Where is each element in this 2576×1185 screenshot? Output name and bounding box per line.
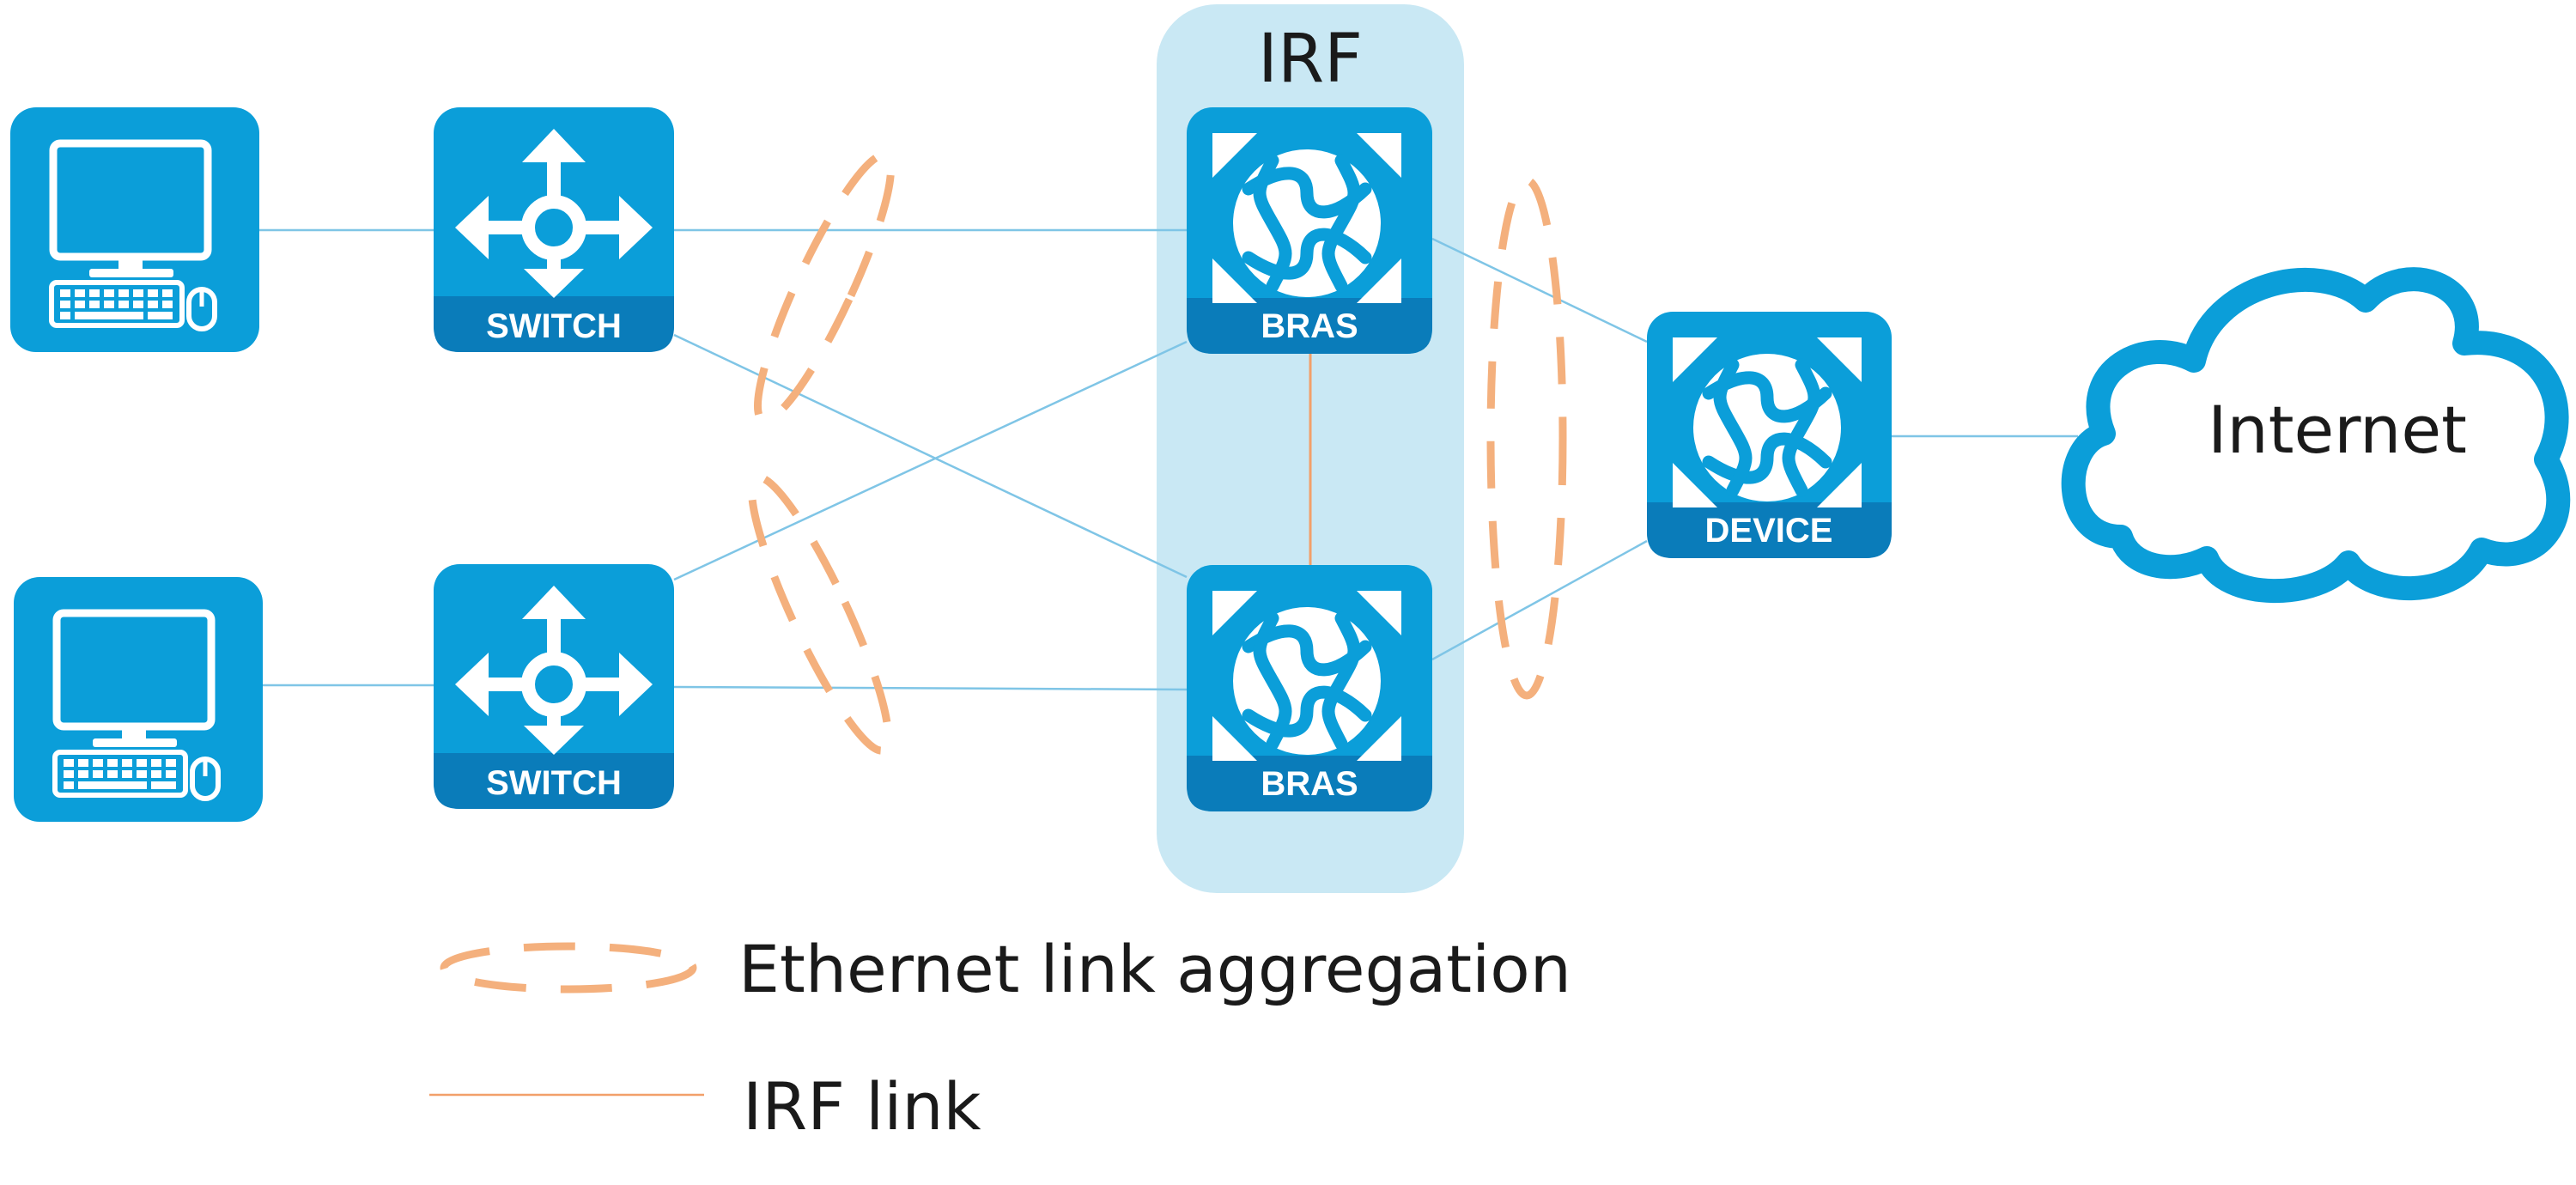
pc-bottom — [14, 577, 263, 822]
internet-cloud: Internet — [2061, 267, 2571, 604]
internet-label: Internet — [2208, 392, 2467, 468]
legend-irf-link-label: IRF link — [743, 1068, 981, 1145]
aggregation-ellipse-bottom — [748, 473, 892, 755]
link-bras-bottom-device — [1431, 539, 1648, 661]
switch-top: SWITCH — [434, 107, 674, 352]
aggregation-ellipse-top — [754, 150, 895, 425]
link-switch-bottom-bras-top — [673, 340, 1188, 581]
legend: Ethernet link aggregation IRF link — [429, 931, 1571, 1145]
link-bras-top-device — [1431, 237, 1648, 343]
legend-aggregation-label: Ethernet link aggregation — [738, 931, 1571, 1007]
network-links — [259, 228, 2078, 691]
bras-bottom: BRAS — [1187, 565, 1432, 811]
switch-top-label: SWITCH — [486, 307, 622, 345]
link-switch-bottom-bras-bottom — [673, 685, 1188, 691]
bras-bottom-label: BRAS — [1261, 765, 1358, 803]
device-label: DEVICE — [1705, 512, 1833, 550]
link-switch-top-bras-bottom — [673, 333, 1188, 579]
aggregation-ellipse-device — [1486, 176, 1567, 700]
bras-top: BRAS — [1187, 107, 1432, 354]
legend-aggregation-swatch — [440, 942, 697, 994]
device-node: DEVICE — [1647, 312, 1892, 558]
cloud-icon — [2061, 267, 2571, 604]
aggregation-markers — [748, 150, 1567, 755]
irf-group-label: IRF — [1258, 21, 1363, 98]
switch-bottom-label: SWITCH — [486, 764, 622, 802]
bras-top-label: BRAS — [1261, 307, 1358, 345]
pc-top — [10, 107, 259, 352]
switch-bottom: SWITCH — [434, 564, 674, 809]
